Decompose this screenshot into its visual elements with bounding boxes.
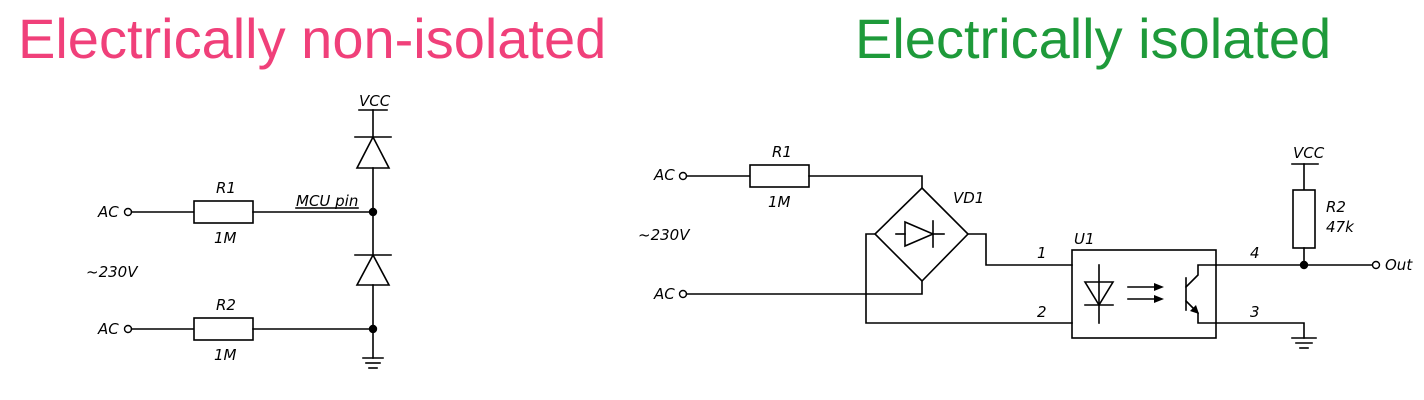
right-r1-value: 1M <box>768 193 791 211</box>
out-label: Out <box>1385 256 1413 274</box>
bridge-rectifier <box>873 186 970 283</box>
lower-diode <box>354 253 392 286</box>
left-r1-value: 1M <box>214 229 237 247</box>
left-voltage-label: ~230V <box>86 263 139 281</box>
mcu-pin-label: MCU pin <box>296 192 358 210</box>
right-vcc-label: VCC <box>1293 144 1325 162</box>
opto-phototransistor-icon <box>1184 264 1217 324</box>
isolated-circuit: AC R1 1M ~230V AC VD1 1 2 U1 <box>638 143 1413 349</box>
bridge-label: VD1 <box>953 189 984 207</box>
right-r1-to-bridge-wire <box>808 175 923 189</box>
right-ac2-wire <box>685 280 923 295</box>
upper-diode-body <box>355 135 391 169</box>
upper-diode <box>354 135 392 169</box>
opto-emitter-wire <box>1215 322 1305 339</box>
right-r2-name: R2 <box>1326 198 1346 216</box>
left-vcc-label: VCC <box>359 92 391 110</box>
right-r1-resistor <box>749 164 810 188</box>
right-ground-symbol <box>1291 337 1317 349</box>
right-output-junction <box>1299 260 1309 270</box>
right-ac1-label: AC <box>653 166 675 184</box>
right-r2-value: 47k <box>1326 218 1355 236</box>
title-isolated: Electrically isolated <box>855 7 1331 70</box>
opto-pin3-label: 3 <box>1250 303 1260 321</box>
right-ac1-terminal <box>678 171 688 181</box>
opto-led-icon <box>1083 264 1115 324</box>
left-ac2-label: AC <box>97 320 119 338</box>
lower-diode-body <box>355 253 391 286</box>
right-voltage-label: ~230V <box>638 226 691 244</box>
right-r1-name: R1 <box>772 143 792 161</box>
left-r1-name: R1 <box>216 179 236 197</box>
bridge-rectifier-body <box>873 186 970 283</box>
title-non-isolated: Electrically non-isolated <box>18 7 606 70</box>
opto-label: U1 <box>1074 230 1095 248</box>
non-isolated-circuit: VCC AC R1 1M MCU pin <box>86 92 392 369</box>
opto-pin2-label: 2 <box>1037 303 1047 321</box>
opto-pin4-label: 4 <box>1250 244 1260 262</box>
bridge-diode-triangle <box>904 220 936 248</box>
opto-light-arrows-icon <box>1127 283 1164 303</box>
left-ac2-terminal <box>123 324 133 334</box>
left-r2-resistor <box>193 317 254 341</box>
out-terminal <box>1371 260 1381 270</box>
left-r2-value: 1M <box>214 346 237 364</box>
opto-pin1-label: 1 <box>1037 244 1047 262</box>
right-ac2-label: AC <box>653 285 675 303</box>
right-ac2-terminal <box>678 289 688 299</box>
left-ac1-label: AC <box>97 203 119 221</box>
left-ac1-terminal <box>123 207 133 217</box>
left-r2-name: R2 <box>216 296 236 314</box>
optocoupler-body <box>1071 249 1217 339</box>
left-ground-symbol <box>362 357 384 369</box>
bridge-positive-wire <box>967 233 1073 266</box>
bridge-negative-wire <box>865 233 1073 324</box>
right-r2-resistor <box>1292 189 1316 249</box>
left-r1-resistor <box>193 200 254 224</box>
